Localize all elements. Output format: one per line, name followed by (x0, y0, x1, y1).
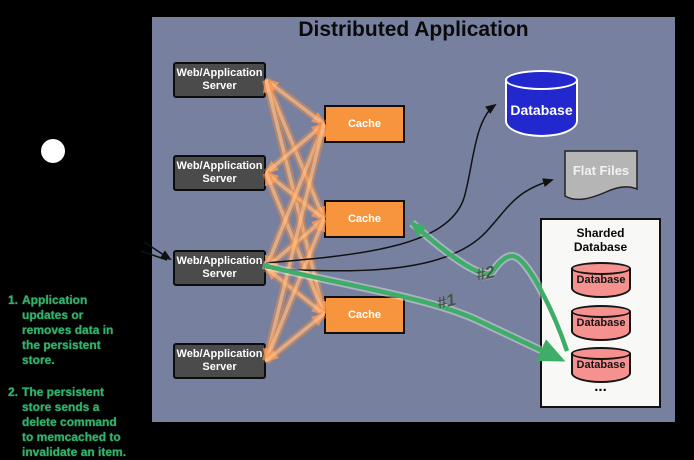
web-app-server-4: Web/Application Server (173, 343, 266, 379)
shard-cylinder-2: Database (571, 305, 631, 341)
shard-cylinder-3: Database (571, 347, 631, 383)
database-cylinder: Database (505, 70, 578, 137)
sharded-database-box: Sharded Database Database Database Datab… (540, 218, 661, 408)
database-label: Database (510, 102, 573, 118)
more-shards-ellipsis: ... (594, 378, 607, 395)
cache-3: Cache (324, 296, 405, 334)
cache-1: Cache (324, 105, 405, 143)
bullet-dot (41, 139, 65, 163)
web-app-server-2: Web/Application Server (173, 155, 266, 191)
database-cylinder-top (505, 70, 578, 90)
shard-2-label: Database (576, 317, 626, 329)
shard-3-label: Database (576, 359, 626, 371)
shard-1-label: Database (576, 274, 626, 286)
cache-2: Cache (324, 200, 405, 238)
shard-cylinder-1: Database (571, 262, 631, 298)
sharded-database-title: Sharded Database (573, 226, 628, 254)
arrow-label-2: #2 (474, 262, 497, 285)
flat-files-label: Flat Files (572, 163, 630, 178)
annotation-1-number: 1. (8, 293, 19, 307)
web-app-server-1: Web/Application Server (173, 62, 266, 98)
web-app-server-3: Web/Application Server (173, 250, 266, 286)
diagram-title: Distributed Application (298, 18, 529, 41)
annotation-step-2: 2. The persistent store sends a delete c… (8, 385, 140, 460)
annotation-1-text: Application updates or removes data in t… (22, 293, 114, 367)
annotation-2-number: 2. (8, 385, 19, 399)
annotation-step-1: 1. Application updates or removes data i… (8, 293, 130, 368)
annotation-2-text: The persistent store sends a delete comm… (22, 385, 127, 459)
